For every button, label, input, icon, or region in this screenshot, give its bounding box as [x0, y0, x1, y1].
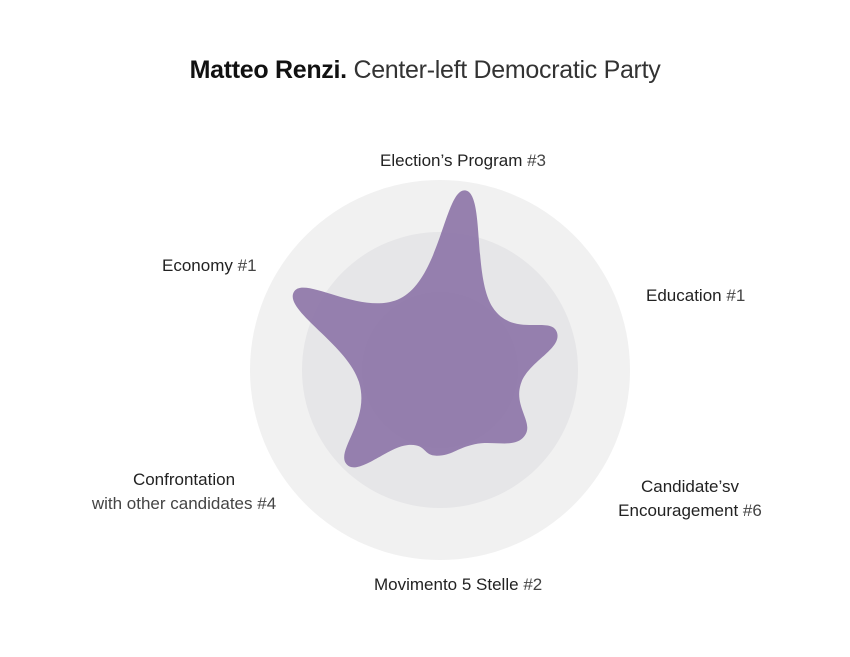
axis-label-movimento-5-stelle: Movimento 5 Stelle #2: [374, 575, 543, 594]
axis-label-election-program: Election’s Program #3: [380, 151, 547, 170]
chart-title: Matteo Renzi. Center-left Democratic Par…: [0, 56, 850, 85]
title-party: Center-left Democratic Party: [353, 56, 661, 84]
axis-label-economy: Economy #1: [162, 256, 257, 275]
axis-label-education: Education #1: [646, 286, 746, 305]
axis-label-confrontation: Confrontation with other candidates #4: [91, 470, 277, 513]
radar-data-shape: [292, 190, 558, 468]
title-name: Matteo Renzi.: [189, 56, 348, 84]
